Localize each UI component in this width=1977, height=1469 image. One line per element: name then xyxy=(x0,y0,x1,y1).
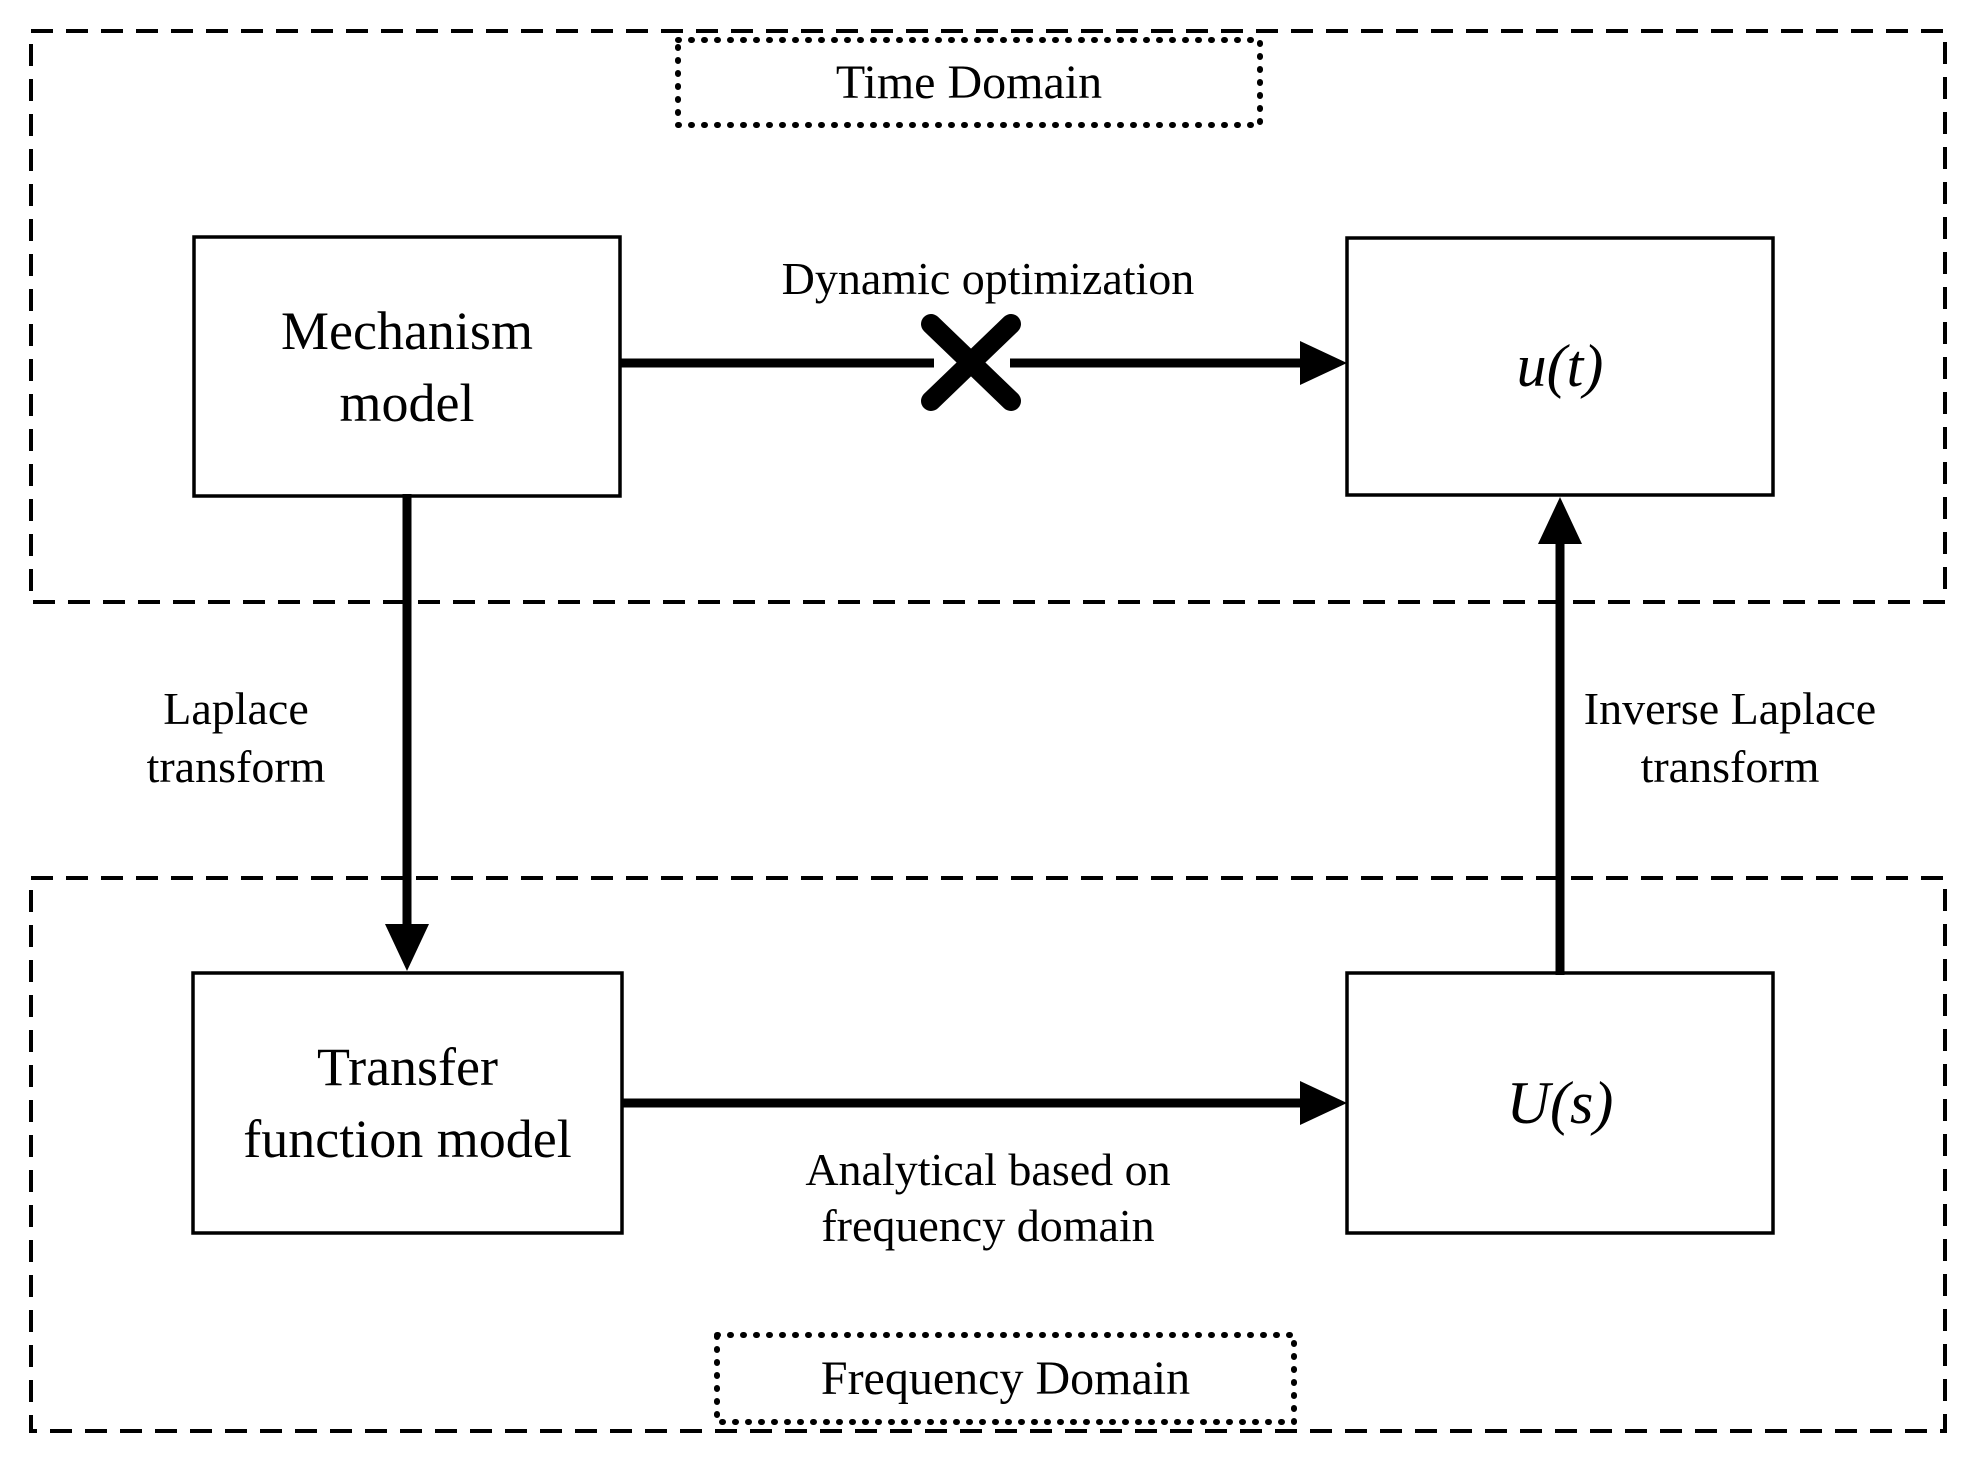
analytical-frequency-label-line1: Analytical based on xyxy=(805,1144,1171,1195)
inverse-laplace-transform-arrow xyxy=(1538,497,1582,975)
mechanism-model-node: Mechanism model xyxy=(194,237,620,496)
laplace-transform-label-line2: transform xyxy=(146,741,326,792)
u-t-node: u(t) xyxy=(1347,238,1773,495)
frequency-domain-title: Frequency Domain xyxy=(717,1335,1294,1422)
dynamic-optimization-arrow xyxy=(620,341,1347,385)
laplace-transform-arrow xyxy=(385,494,429,971)
inverse-laplace-transform-label-line2: transform xyxy=(1640,741,1820,792)
dynamic-optimization-label: Dynamic optimization xyxy=(738,250,1238,308)
frequency-domain-region-border xyxy=(29,876,1947,1433)
u-s-node-text: U(s) xyxy=(1506,1069,1614,1136)
transfer-function-model-line1: Transfer xyxy=(317,1037,498,1097)
time-domain-title-border xyxy=(675,37,1263,128)
cross-out-x-icon xyxy=(921,314,1021,411)
u-s-box-border xyxy=(1345,971,1775,1235)
mechanism-model-line1: Mechanism xyxy=(281,300,533,361)
mechanism-model-box-border xyxy=(192,235,622,498)
u-t-box-border xyxy=(1345,236,1775,497)
inverse-laplace-transform-label-line1: Inverse Laplace xyxy=(1583,683,1877,734)
dynamic-optimization-label-text: Dynamic optimization xyxy=(781,253,1195,304)
laplace-transform-label: Laplace transform xyxy=(86,680,386,796)
mechanism-model-line2: model xyxy=(339,372,475,433)
time-domain-title: Time Domain xyxy=(678,40,1260,125)
u-t-node-text: u(t) xyxy=(1516,333,1604,399)
transfer-function-model-box-border xyxy=(191,971,624,1235)
transfer-function-model-node: Transfer function model xyxy=(193,973,622,1233)
laplace-transform-label-line1: Laplace xyxy=(163,683,309,734)
analytical-frequency-label: Analytical based on frequency domain xyxy=(738,1142,1238,1254)
time-domain-title-text: Time Domain xyxy=(835,56,1103,109)
transfer-function-model-line2: function model xyxy=(243,1109,572,1169)
analytical-frequency-label-line2: frequency domain xyxy=(821,1200,1155,1251)
analytical-frequency-arrow xyxy=(622,1081,1347,1125)
u-s-node: U(s) xyxy=(1347,973,1773,1233)
frequency-domain-title-border xyxy=(714,1332,1297,1425)
time-domain-region-border xyxy=(29,29,1947,604)
frequency-domain-title-text: Frequency Domain xyxy=(820,1352,1191,1405)
inverse-laplace-transform-label: Inverse Laplace transform xyxy=(1580,680,1880,796)
